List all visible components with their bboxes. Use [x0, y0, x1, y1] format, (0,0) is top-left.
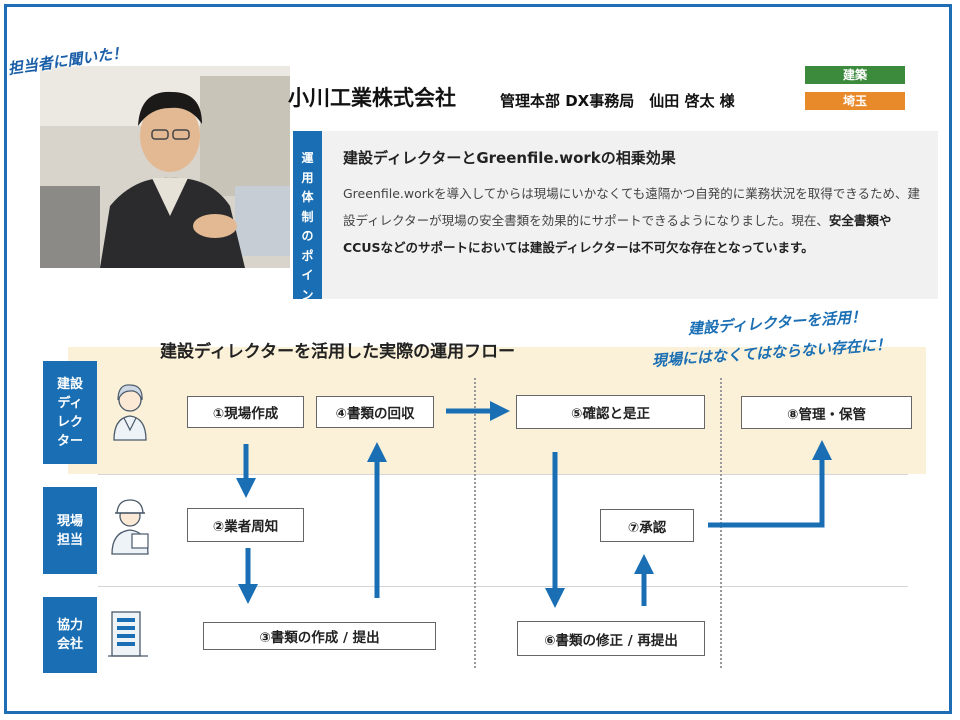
- lane-label-site: 現場担当: [43, 487, 97, 574]
- point-body: Greenfile.workを導入してからは現場にいかなくても遠隔かつ自発的に業…: [343, 180, 923, 261]
- step-2-notify-contractors: ②業者周知: [187, 508, 304, 542]
- point-tab-char: ポ: [301, 248, 314, 263]
- lane-label-director: 建設ディレクター: [43, 361, 97, 464]
- point-tab-char: イ: [301, 268, 314, 282]
- director-person-icon: [113, 384, 147, 441]
- region-badge: 埼玉: [805, 92, 905, 110]
- site-worker-icon: [111, 499, 149, 555]
- step-8-management-storage: ⑧管理・保管: [741, 396, 912, 429]
- point-tab-char: 運: [301, 151, 314, 165]
- category-badge: 建築: [805, 66, 905, 84]
- step-4-collect-documents: ④書類の回収: [316, 396, 434, 428]
- step-1-site-creation: ①現場作成: [187, 396, 304, 428]
- point-tab-char: ト: [301, 307, 314, 321]
- lane-divider: [98, 586, 908, 587]
- arrow-7-to-8: [708, 440, 832, 528]
- step-3-create-submit: ③書類の作成 / 提出: [203, 622, 436, 650]
- page-frame: [4, 4, 952, 714]
- point-tab-char: 制: [301, 209, 314, 224]
- point-box: [322, 131, 938, 299]
- point-body-emphasis: 安全書類やCCUSなどのサポートにおいては建設ディレクターは不可欠な存在となって…: [343, 213, 892, 255]
- point-tab-char: 用: [301, 170, 314, 185]
- step-6-revise-resubmit: ⑥書類の修正 / 再提出: [517, 621, 705, 656]
- lane-divider: [98, 474, 908, 475]
- flow-title: 建設ディレクターを活用した実際の運用フロー: [160, 342, 516, 362]
- lane-label-partner: 協力会社: [43, 597, 97, 673]
- company-name: 小川工業株式会社: [288, 86, 456, 110]
- step-5-review-correction: ⑤確認と是正: [516, 395, 705, 429]
- phase-divider: [474, 378, 476, 668]
- point-tab: 運用体制のポイント: [293, 131, 322, 321]
- point-tab-char: ン: [301, 287, 314, 302]
- point-body-text: Greenfile.workを導入してからは現場にいかなくても遠隔かつ自発的に業…: [343, 186, 920, 228]
- building-icon: [108, 611, 148, 657]
- point-tab-char: の: [301, 229, 314, 243]
- step-7-approval: ⑦承認: [600, 509, 694, 542]
- contact-person: 管理本部 DX事務局 仙田 啓太 様: [500, 92, 735, 110]
- point-tab-char: 体: [301, 190, 314, 204]
- point-title: 建設ディレクターとGreenfile.workの相乗効果: [343, 149, 676, 167]
- interview-photo: [40, 66, 290, 268]
